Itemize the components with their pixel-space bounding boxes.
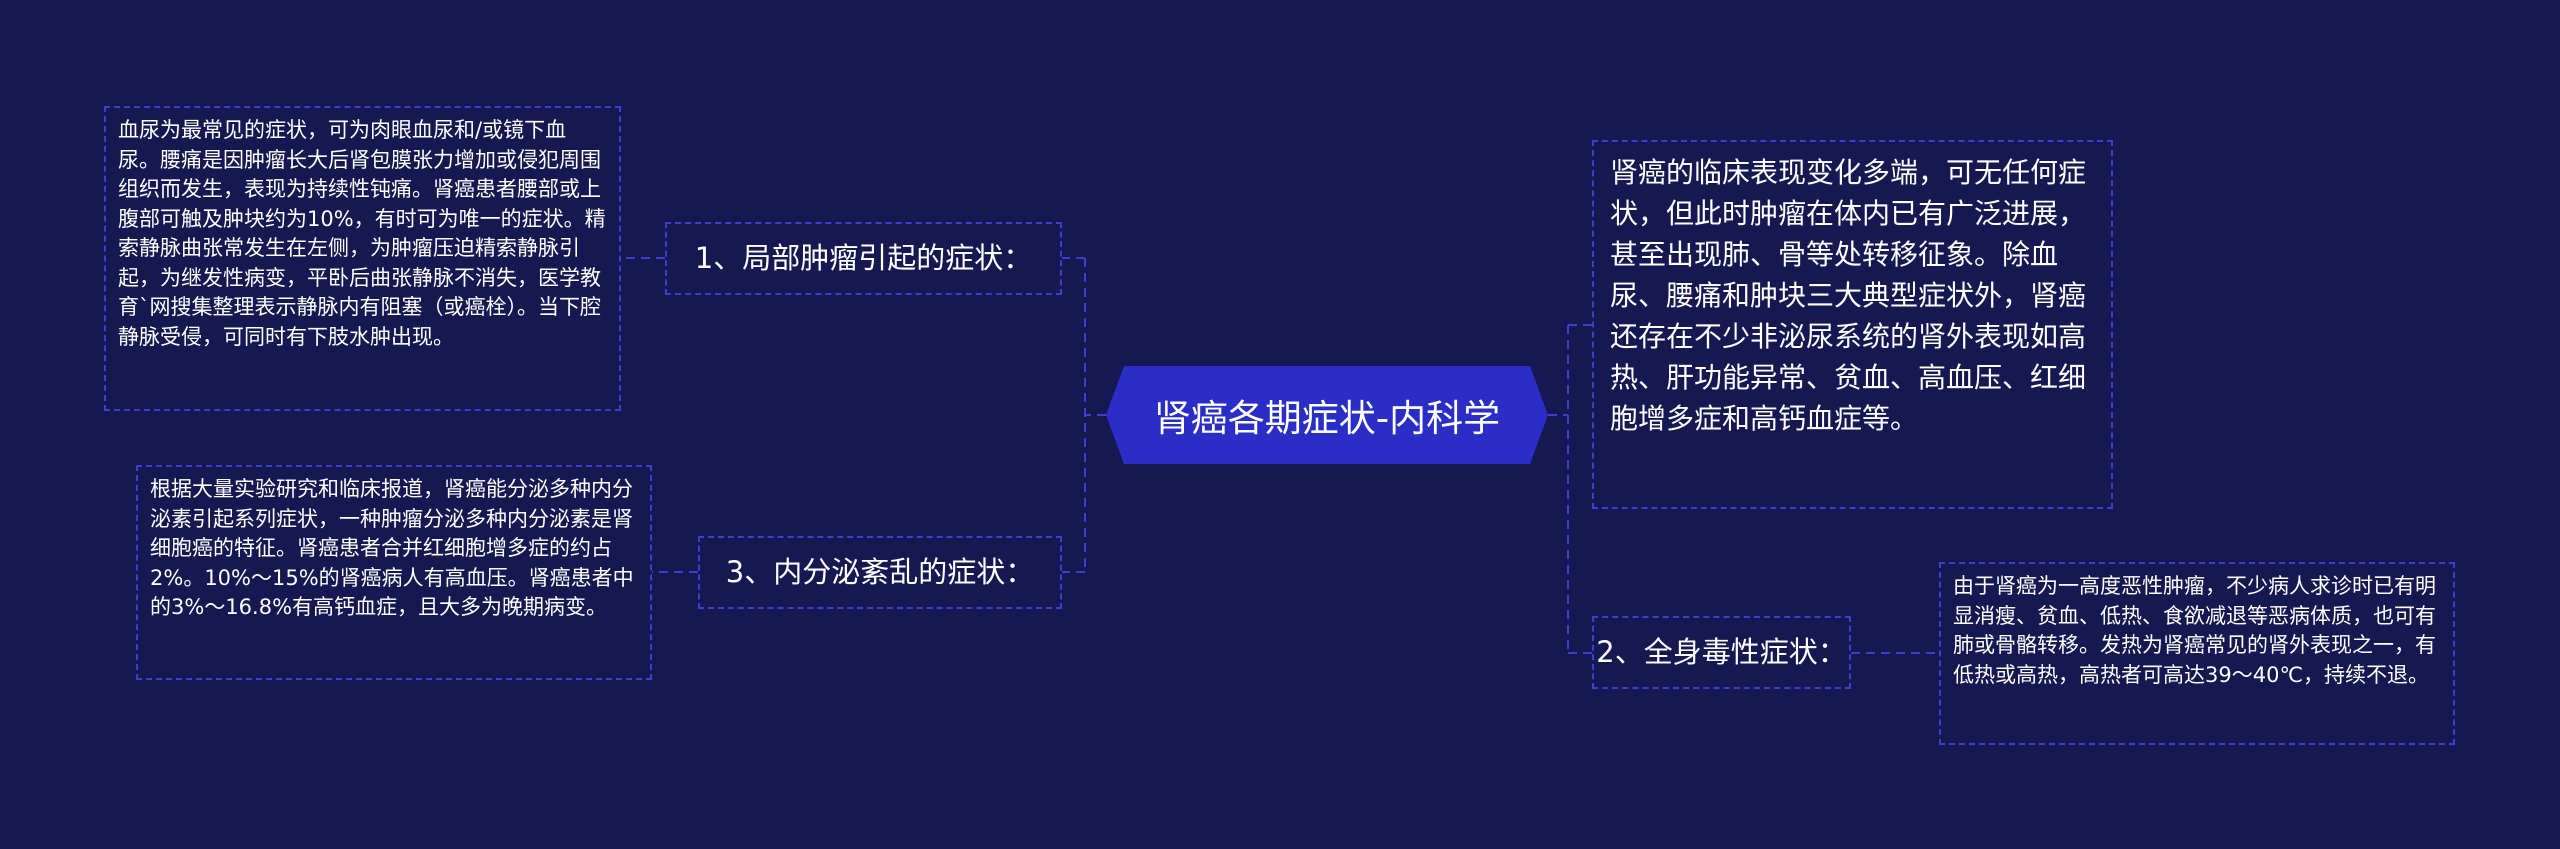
detail-systemic-text: 由于肾癌为一高度恶性肿瘤，不少病人求诊时已有明显消瘦、贫血、低热、食欲减退等恶病… (1953, 574, 2436, 687)
branch-local-tumor[interactable]: 1、局部肿瘤引起的症状： (665, 222, 1062, 295)
central-topic[interactable]: 肾癌各期症状-内科学 (1106, 366, 1548, 464)
branch-systemic-label: 2、全身毒性症状： (1596, 635, 1847, 669)
overview-box[interactable]: 肾癌的临床表现变化多端，可无任何症状，但此时肿瘤在体内已有广泛进展，甚至出现肺、… (1592, 140, 2113, 509)
central-hexagon-shape (1106, 366, 1548, 464)
detail-endocrine-text: 根据大量实验研究和临床报道，肾癌能分泌多种内分泌素引起系列症状，一种肿瘤分泌多种… (150, 477, 634, 619)
central-topic-label: 肾癌各期症状-内科学 (1153, 397, 1501, 440)
branch-endocrine[interactable]: 3、内分泌紊乱的症状： (698, 536, 1062, 609)
overview-text: 肾癌的临床表现变化多端，可无任何症状，但此时肿瘤在体内已有广泛进展，甚至出现肺、… (1610, 156, 2087, 435)
branch-endocrine-label: 3、内分泌紊乱的症状： (725, 555, 1035, 589)
detail-local-tumor: 血尿为最常见的症状，可为肉眼血尿和/或镜下血尿。腰痛是因肿瘤长大后肾包膜张力增加… (104, 106, 621, 411)
detail-local-tumor-text: 血尿为最常见的症状，可为肉眼血尿和/或镜下血尿。腰痛是因肿瘤长大后肾包膜张力增加… (118, 118, 606, 349)
branch-systemic[interactable]: 2、全身毒性症状： (1592, 616, 1851, 689)
detail-systemic: 由于肾癌为一高度恶性肿瘤，不少病人求诊时已有明显消瘦、贫血、低热、食欲减退等恶病… (1939, 562, 2455, 745)
detail-endocrine: 根据大量实验研究和临床报道，肾癌能分泌多种内分泌素引起系列症状，一种肿瘤分泌多种… (136, 465, 652, 680)
branch-local-tumor-label: 1、局部肿瘤引起的症状： (694, 241, 1033, 275)
